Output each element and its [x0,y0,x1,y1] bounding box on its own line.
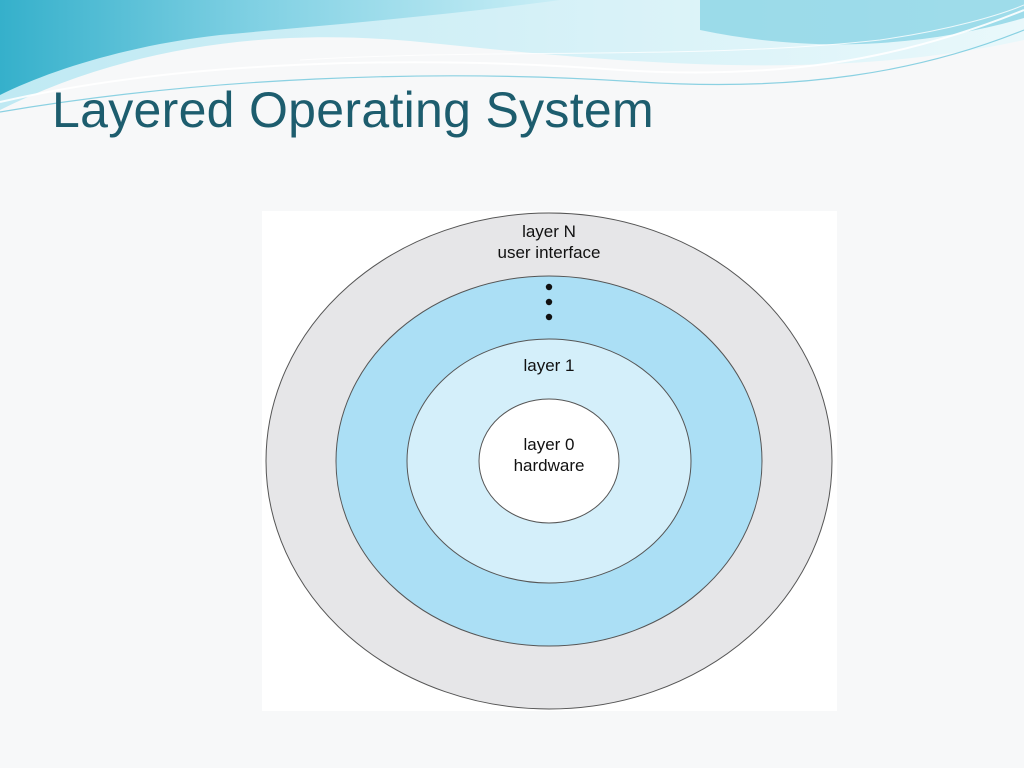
wave-band-right [700,0,1024,45]
layer-n-sublabel: user interface [498,243,601,262]
layered-os-diagram: layer N user interface layer 1 layer 0 h… [265,212,833,710]
layer-n-label: layer N [522,222,576,241]
layer-0-label: layer 0 [523,435,574,454]
slide-title: Layered Operating System [52,82,654,138]
layer-1-label: layer 1 [523,356,574,375]
layer-core-0 [478,398,620,524]
wave-line-3 [299,4,1024,61]
header-wave-decoration [0,0,1024,113]
wave-line-1 [0,9,1024,103]
wave-line-2 [0,29,1024,113]
layer-0-sublabel: hardware [514,456,585,475]
ellipsis-dots [545,283,553,321]
wave-band-dark [0,0,560,95]
diagram-panel: layer N user interface layer 1 layer 0 h… [262,211,837,711]
